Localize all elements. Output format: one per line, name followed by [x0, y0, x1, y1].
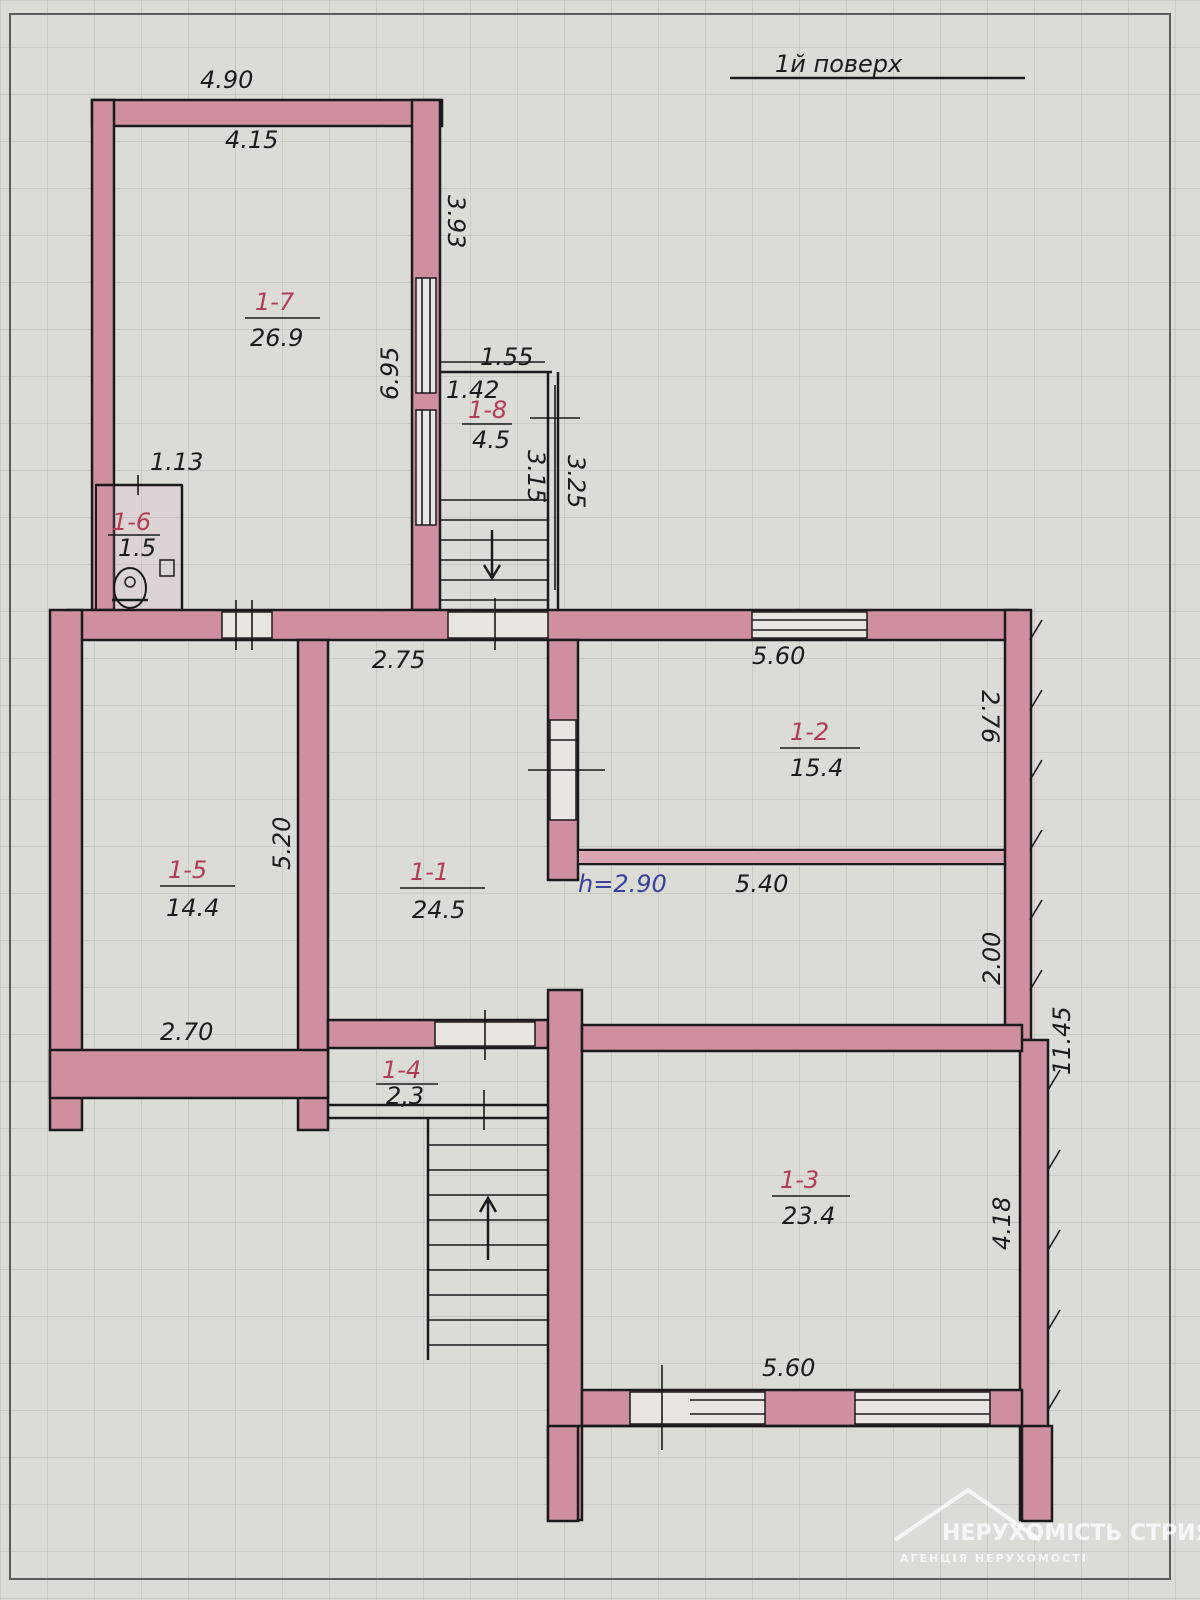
toilet-icon — [112, 567, 148, 609]
room-label-1-6: 1-6 — [112, 508, 151, 536]
room-1-8-outline — [440, 361, 580, 610]
lower-staircase — [426, 1118, 548, 1360]
upper-staircase — [440, 499, 548, 601]
dim-r18-outer: 1.55 — [480, 343, 533, 371]
exterior-hatch-marks — [1029, 619, 1061, 1411]
room-area-1-3: 23.4 — [782, 1202, 835, 1230]
room-area-1-7: 26.9 — [250, 324, 303, 352]
dim-r18-inner: 1.42 — [446, 376, 499, 404]
room-area-1-2: 15.4 — [790, 754, 843, 782]
room-1-4-outline — [328, 1090, 548, 1130]
dim-r18-h2: 3.25 — [562, 455, 590, 508]
room-area-1-5: 14.4 — [166, 894, 219, 922]
room-label-1-8: 1-8 — [468, 396, 507, 424]
dim-r13-height: 4.18 — [988, 1197, 1016, 1250]
sink-icon — [159, 559, 175, 577]
dim-r17-width: 4.15 — [225, 126, 278, 154]
dim-r17-height: 6.95 — [376, 347, 404, 400]
room-label-1-3: 1-3 — [780, 1166, 819, 1194]
room-label-1-7: 1-7 — [255, 288, 295, 316]
watermark-title: НЕРУХОМІСТЬ СТРИЯ — [942, 1521, 1200, 1546]
dim-top-outer: 4.90 — [200, 66, 253, 94]
floor-title: 1й поверх — [775, 50, 903, 78]
room-label-1-1: 1-1 — [410, 858, 449, 886]
dim-total-height: 11.45 — [1048, 1006, 1076, 1075]
dim-r18-h1: 3.15 — [522, 450, 550, 503]
sheet-border — [9, 13, 1171, 1580]
room-area-1-6: 1.5 — [118, 534, 156, 562]
dim-r15-width: 2.70 — [160, 1018, 213, 1046]
room-area-1-8: 4.5 — [472, 426, 510, 454]
dim-corridor-width: 5.40 — [735, 870, 788, 898]
dim-r15-height: 5.20 — [268, 817, 296, 870]
dim-r17-side-a: 3.93 — [442, 195, 470, 248]
room-1-6-walls — [95, 475, 184, 611]
room-area-1-1: 24.5 — [412, 896, 465, 924]
room-1-7-walls — [90, 98, 444, 612]
room-1-3-walls — [546, 1365, 1054, 1523]
stair-down-arrow-icon — [482, 564, 502, 581]
dim-ceiling-height: h=2.90 — [578, 870, 667, 898]
room-label-1-2: 1-2 — [790, 718, 829, 746]
dim-corridor-height: 2.00 — [978, 932, 1006, 985]
dim-r16-width: 1.13 — [150, 448, 203, 476]
middle-walls — [48, 598, 1050, 1522]
dim-r13-width: 5.60 — [762, 1354, 815, 1382]
dim-r11-width: 2.75 — [372, 646, 425, 674]
watermark-subtitle: АГЕНЦІЯ НЕРУХОМОСТІ — [900, 1552, 1088, 1565]
dim-r12-width: 5.60 — [752, 642, 805, 670]
room-area-1-4: 2,3 — [386, 1082, 424, 1110]
dim-r12-height: 2.76 — [976, 690, 1004, 743]
room-label-1-4: 1-4 — [382, 1056, 421, 1084]
house-logo-icon — [893, 1487, 1042, 1542]
room-label-1-5: 1-5 — [168, 856, 207, 884]
stair-up-arrow-icon — [478, 1195, 498, 1213]
agency-watermark: НЕРУХОМІСТЬ СТРИЯ АГЕНЦІЯ НЕРУХОМОСТІ — [893, 1487, 1200, 1565]
